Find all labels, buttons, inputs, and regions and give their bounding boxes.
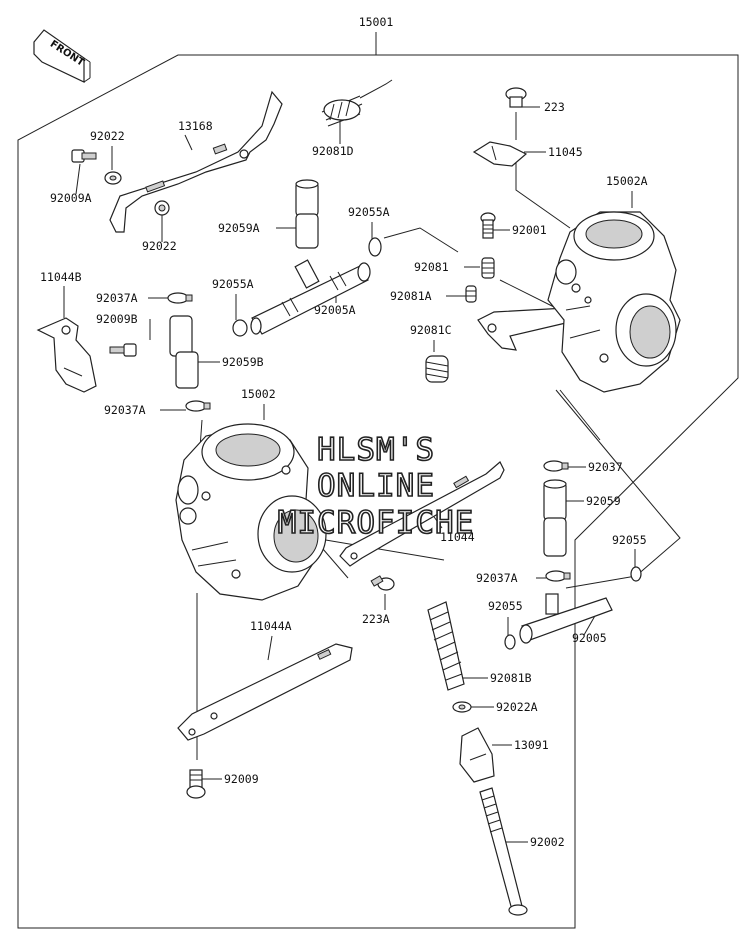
bracket-11044A-icon: [177, 643, 353, 741]
label-11044B: 11044B: [40, 270, 82, 284]
link-arm-icon: [477, 307, 571, 351]
label-15002A: 15002A: [606, 174, 648, 188]
label-92005: 92005: [572, 631, 607, 645]
label-92001: 92001: [512, 223, 547, 237]
washer-92022A-icon: [452, 701, 472, 713]
label-92081B: 92081B: [490, 671, 532, 685]
screw-92009A-icon: [71, 149, 97, 163]
bracket-11044B-icon: [36, 317, 97, 393]
label-92037A-right: 92037A: [476, 571, 518, 585]
label-92055-right: 92055: [612, 533, 647, 547]
label-92005A: 92005A: [314, 303, 356, 317]
label-92059: 92059: [586, 494, 621, 508]
bracket-11044-icon: [339, 461, 505, 567]
label-92055A-left: 92055A: [212, 277, 254, 291]
label-13168: 13168: [178, 119, 213, 133]
carburetor-15002-icon: [175, 423, 327, 601]
fitting-92005A-icon: [250, 259, 371, 335]
spring-92081C-icon: [425, 355, 449, 383]
oring-92055A-top-icon: [368, 237, 382, 257]
label-92022A: 92022A: [496, 700, 538, 714]
front-arrow-icon: FRONT: [33, 29, 91, 83]
washer-92022-top-icon: [104, 171, 122, 185]
spring-92081A-icon: [465, 285, 477, 303]
washer-92022-bottom-icon: [154, 200, 170, 216]
cap-92037A-top-icon: [167, 292, 193, 304]
fitting-92005-icon: [519, 593, 613, 644]
label-92037: 92037: [588, 460, 623, 474]
label-92055-mid: 92055: [488, 599, 523, 613]
label-15002: 15002: [241, 387, 276, 401]
label-92055A-top: 92055A: [348, 205, 390, 219]
spring-92081D-icon: [321, 79, 393, 127]
oring-92055-mid-icon: [504, 634, 516, 650]
assembly-outline: [17, 54, 739, 929]
watermark-line-1: HLSM'S: [317, 432, 435, 468]
label-92002: 92002: [530, 835, 565, 849]
label-92037A-bottom: 92037A: [104, 403, 146, 417]
label-92009A: 92009A: [50, 191, 92, 205]
bracket-13168: [109, 90, 283, 233]
label-92081: 92081: [414, 260, 449, 274]
cap-92037A-right-icon: [545, 570, 571, 582]
screw-223A-icon: [370, 575, 395, 591]
screw-223-icon: [505, 87, 527, 108]
label-13091: 13091: [514, 738, 549, 752]
tube-92059A-icon: [295, 179, 319, 249]
screw-92009B-icon: [109, 343, 137, 357]
label-92081A: 92081A: [390, 289, 432, 303]
holder-13091-icon: [459, 727, 495, 783]
screw-92001-icon: [480, 212, 496, 239]
tube-92059B-icon: [169, 315, 199, 389]
label-92022-top: 92022: [90, 129, 125, 143]
label-223: 223: [544, 100, 565, 114]
spring-92081-icon: [481, 257, 495, 279]
label-223A: 223A: [362, 612, 390, 626]
label-92009: 92009: [224, 772, 259, 786]
label-11044: 11044: [440, 530, 475, 544]
label-92081C: 92081C: [410, 323, 452, 337]
clip-11045-icon: [472, 141, 528, 167]
watermark-line-3: MICROFICHE: [278, 505, 475, 541]
oring-92055-right-icon: [630, 566, 642, 582]
screw-92009-icon: [186, 769, 206, 799]
screw-92002-icon: [479, 787, 528, 916]
label-92022-bottom: 92022: [142, 239, 177, 253]
cap-92037-icon: [543, 460, 569, 472]
tube-92059-icon: [543, 479, 567, 557]
watermark-line-2: ONLINE: [317, 468, 435, 504]
label-92059B: 92059B: [222, 355, 264, 369]
carburetor-15002A-icon: [547, 211, 681, 393]
label-11045: 11045: [548, 145, 583, 159]
oring-92055A-left-icon: [232, 319, 248, 337]
label-92009B: 92009B: [96, 312, 138, 326]
assembly-number: 15001: [359, 15, 394, 29]
label-92081D: 92081D: [312, 144, 354, 158]
cap-92037A-bottom-icon: [185, 400, 211, 412]
watermark: HLSM'S ONLINE MICROFICHE: [277, 431, 475, 542]
label-92037A-top: 92037A: [96, 291, 138, 305]
label-92059A: 92059A: [218, 221, 260, 235]
label-11044A: 11044A: [250, 619, 292, 633]
spring-92081B-icon: [427, 601, 465, 691]
